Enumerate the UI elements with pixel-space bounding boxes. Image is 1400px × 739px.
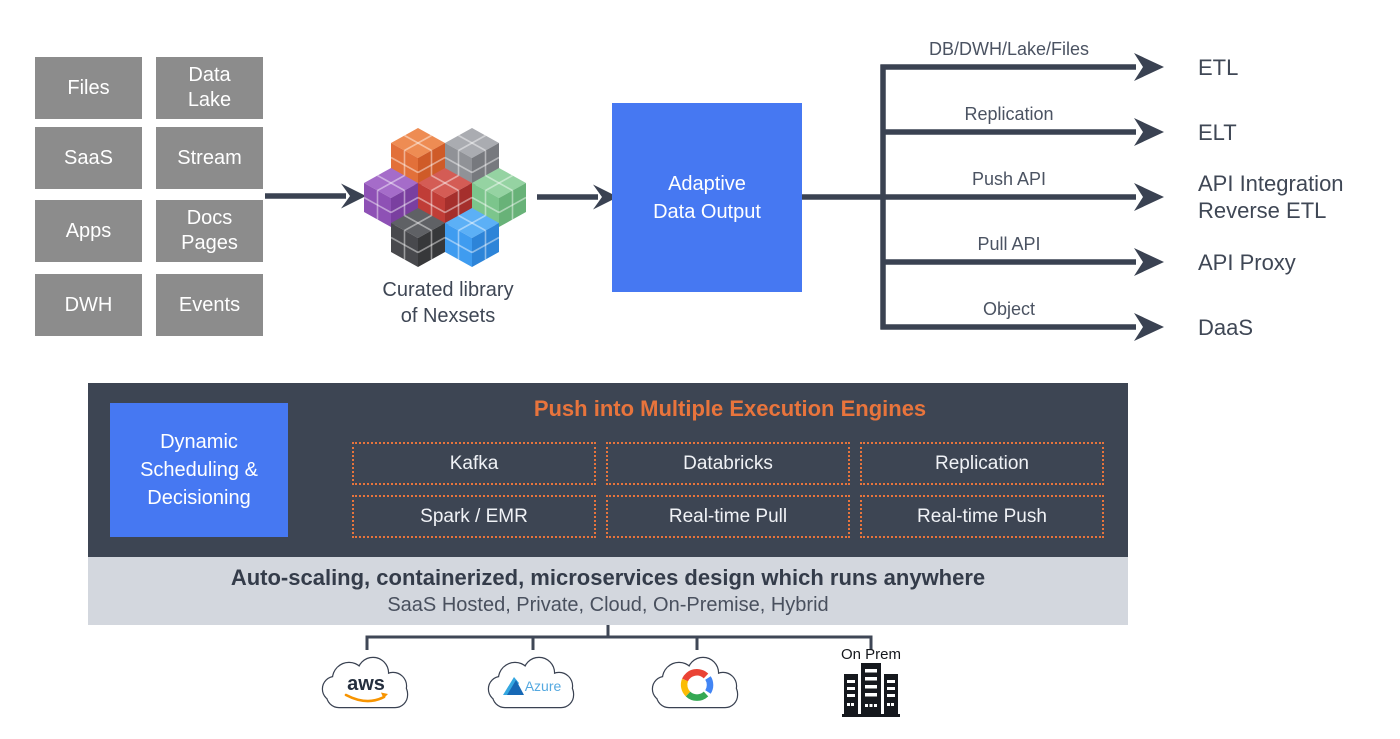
branch-target-api-integration-reverse-etl: API Integration Reverse ETL [1198, 171, 1344, 223]
google-cloud-icon [651, 656, 739, 709]
source-box-apps: Apps [35, 200, 142, 262]
adaptive-data-output-box: Adaptive Data Output [612, 103, 802, 292]
source-box-files: Files [35, 57, 142, 119]
source-box-saas: SaaS [35, 127, 142, 189]
branch-target-daas: DaaS [1198, 315, 1254, 340]
nexsets-caption: Curated library of Nexsets [382, 279, 514, 327]
source-box-stream: Stream [156, 127, 263, 189]
orange-cube [390, 128, 446, 187]
blue-cube [444, 208, 500, 267]
on-prem-icon [842, 663, 900, 717]
source-box-dwh: DWH [35, 274, 142, 336]
svg-text:Azure: Azure [525, 678, 562, 694]
source-box-data-lake: Data Lake [156, 57, 263, 119]
red-cube [417, 168, 473, 227]
branch-label-db-dwh-lake-files: DB/DWH/Lake/Files [928, 39, 1090, 59]
on-prem-label: On Prem [840, 646, 901, 663]
source-box-docs-pages: Docs Pages [156, 200, 263, 262]
infra-bar: Auto-scaling, containerized, microservic… [88, 557, 1128, 625]
branch-label-pull-api: Pull API [977, 234, 1041, 254]
branch-target-api-proxy: API Proxy [1198, 250, 1296, 275]
branch-label-replication: Replication [964, 104, 1054, 124]
provider-connector-lines [365, 625, 873, 650]
gray-cube [444, 128, 500, 187]
green-cube [471, 168, 527, 227]
branch-label-push-api: Push API [971, 169, 1047, 189]
aws-cloud-icon: aws [321, 656, 409, 709]
engine-box-databricks: Databricks [606, 442, 850, 485]
execution-panel-title: Push into Multiple Execution Engines [533, 396, 927, 421]
engine-box-spark-emr: Spark / EMR [352, 495, 596, 538]
dynamic-scheduling-box: Dynamic Scheduling & Decisioning [110, 403, 288, 537]
svg-text:aws: aws [347, 673, 385, 695]
source-box-events: Events [156, 274, 263, 336]
infra-bar-subline: SaaS Hosted, Private, Cloud, On-Premise,… [387, 594, 829, 616]
infra-bar-headline: Auto-scaling, containerized, microservic… [230, 565, 986, 590]
branch-target-etl: ETL [1198, 55, 1239, 80]
execution-panel: Push into Multiple Execution Engines Dyn… [88, 383, 1128, 557]
purple-cube [363, 168, 419, 227]
engine-box-kafka: Kafka [352, 442, 596, 485]
branch-target-elt: ELT [1198, 120, 1237, 145]
engine-box-real-time-pull: Real-time Pull [606, 495, 850, 538]
branch-label-object: Object [982, 299, 1036, 319]
azure-cloud-icon: Azure [487, 656, 575, 709]
engine-box-real-time-push: Real-time Push [860, 495, 1104, 538]
dark-cube [390, 208, 446, 267]
nexsets-cubes-icon [363, 128, 527, 267]
engine-box-replication: Replication [860, 442, 1104, 485]
